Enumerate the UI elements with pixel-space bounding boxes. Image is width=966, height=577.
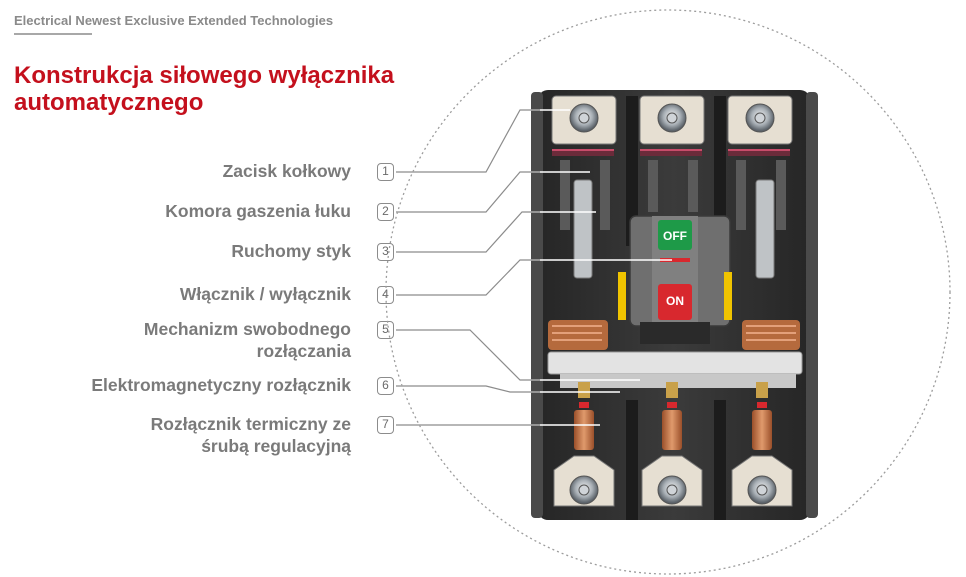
label-thermal-trip-line2: śrubą regulacyjną [201,436,351,456]
page-title: Konstrukcja siłowego wyłącznika automaty… [14,62,394,116]
on-button-face [658,284,692,320]
title-line-1: Konstrukcja siłowego wyłącznika [14,62,395,89]
callout-number-3: 3 [377,243,394,261]
label-magnetic-trip: Elektromagnetyczny rozłącznik [91,374,351,396]
background-dotted-circle [385,9,951,575]
magnetic-trip-bar [547,351,803,398]
label-moving-contact-text: Ruchomy styk [231,241,351,261]
callout-number-2: 2 [377,203,394,221]
label-thermal-trip-line1: Rozłącznik termiczny ze [150,414,351,434]
free-trip-mechanism [548,320,800,350]
label-free-trip-line1: Mechanizm swobodnego [143,319,351,339]
label-moving-contact: Ruchomy styk [231,240,351,262]
label-free-trip-mechanism: Mechanizm swobodnego rozłączania [144,318,351,362]
callout-number-5: 5 [377,321,394,339]
brand-tagline: Electrical Newest Exclusive Extended Tec… [14,13,334,28]
arc-chambers [552,149,790,279]
top-terminal-2 [639,95,705,145]
title-line-2: automatycznego [14,89,204,116]
off-label: OFF [663,229,687,243]
thermal-trip [574,402,772,450]
on-label: ON [666,294,684,308]
tagline-underline [14,33,92,35]
label-switch-text: Włącznik / wyłącznik [179,284,351,304]
label-arc-chamber: Komora gaszenia łuku [165,200,351,222]
label-free-trip-line2: rozłączania [256,341,351,361]
trip-post-left [618,272,626,320]
callout-number-1: 1 [377,163,394,181]
top-terminals [551,95,793,145]
label-pin-terminal: Zacisk kołkowy [223,160,351,182]
label-thermal-trip: Rozłącznik termiczny ze śrubą regulacyjn… [151,413,351,457]
label-switch: Włącznik / wyłącznik [180,283,351,305]
off-button-face [658,220,692,250]
label-magnetic-trip-text: Elektromagnetyczny rozłącznik [91,375,351,395]
label-pin-terminal-text: Zacisk kołkowy [222,161,351,181]
top-terminal-3 [727,95,793,145]
switch-handle: OFF ON [629,215,731,327]
label-arc-chamber-text: Komora gaszenia łuku [165,201,351,221]
bottom-terminals [553,455,793,507]
top-terminal-1 [551,95,617,145]
callout-number-6: 6 [377,377,394,395]
callout-number-7: 7 [377,416,394,434]
leader-lines-shadow [396,109,540,426]
trip-post-right [724,272,732,320]
